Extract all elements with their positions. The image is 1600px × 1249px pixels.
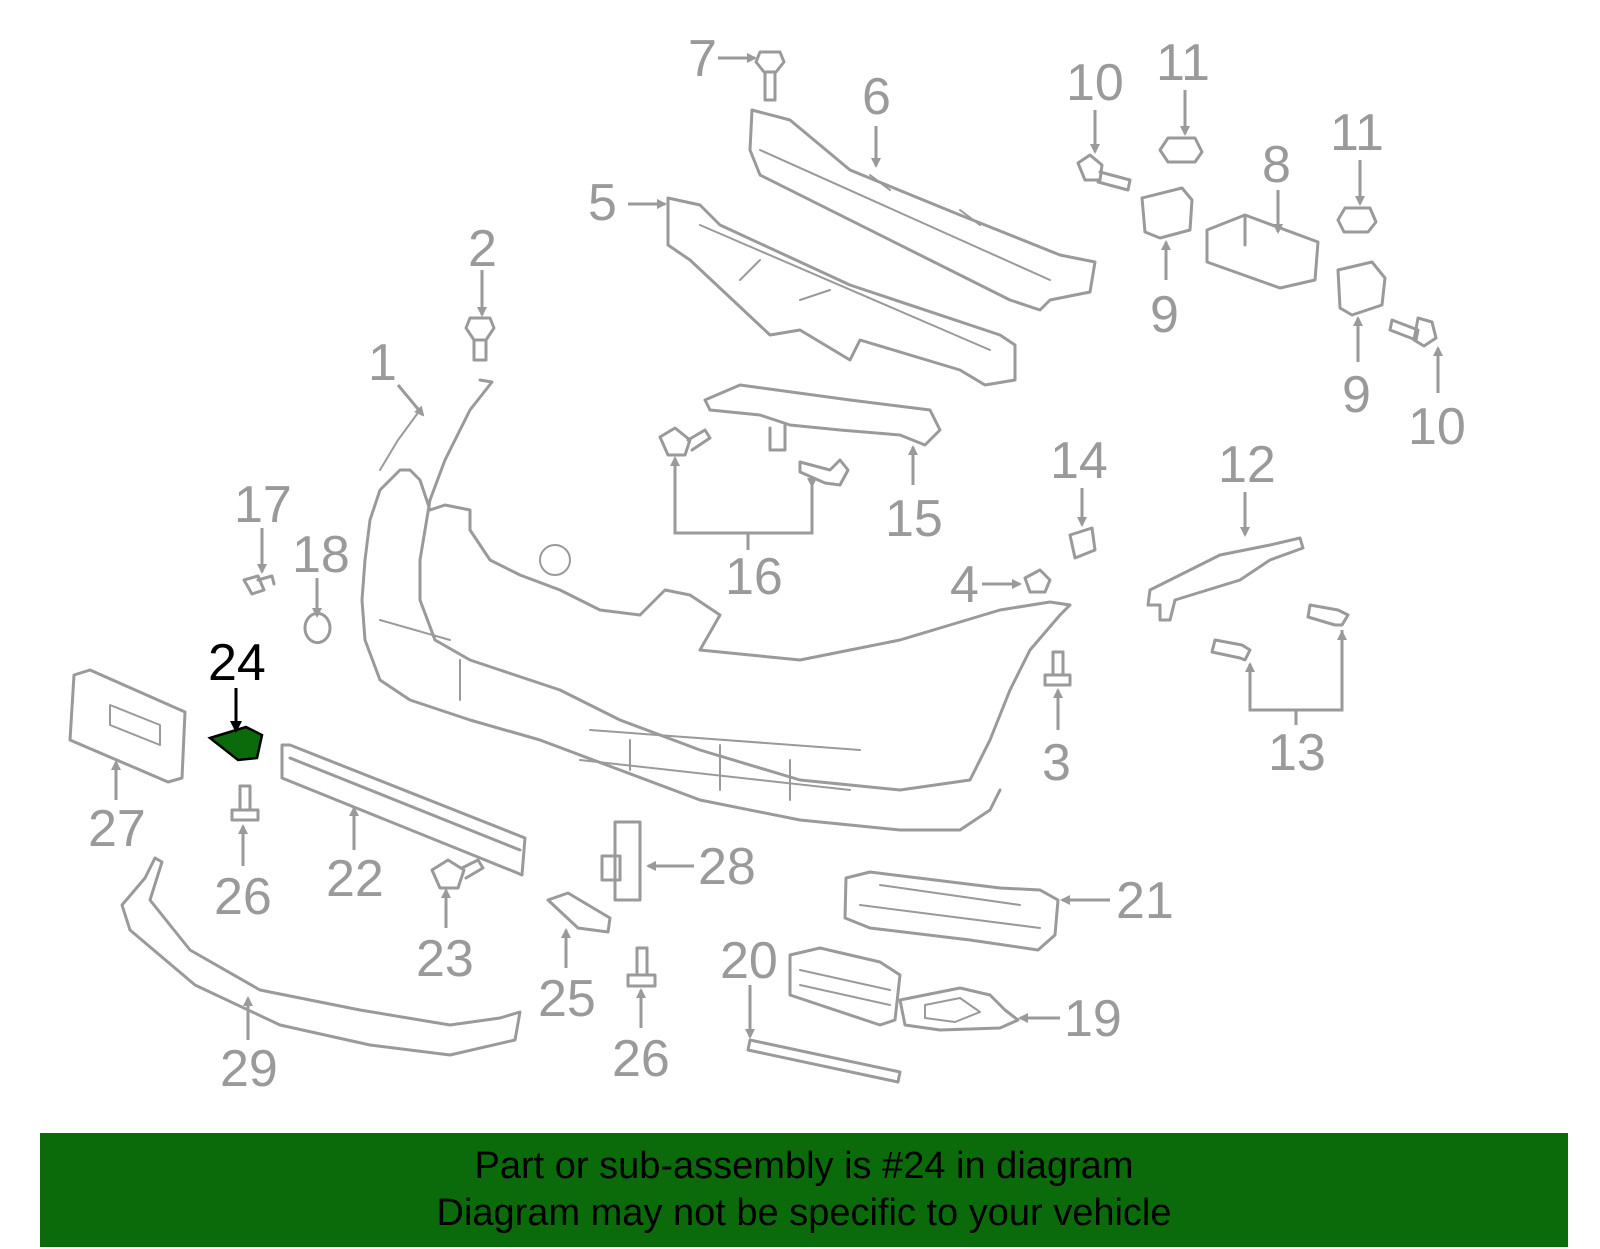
callout-11-right: 11 (1330, 104, 1384, 162)
callout-12: 12 (1218, 436, 1276, 494)
part-21-fog-housing[interactable] (843, 870, 1060, 952)
callout-6: 6 (862, 68, 891, 126)
part-26-bolt-b[interactable] (626, 946, 657, 988)
part-13-screw-b[interactable] (1306, 603, 1350, 627)
callout-20: 20 (720, 932, 778, 990)
callout-2: 2 (468, 220, 497, 278)
part-20-grille[interactable] (746, 946, 902, 1084)
part-9-bracket-b[interactable] (1336, 260, 1387, 317)
part-4-clip[interactable] (1023, 568, 1052, 594)
part-3-bolt[interactable] (1043, 650, 1072, 687)
callout-13: 13 (1268, 724, 1326, 782)
part-28-sensor[interactable] (600, 820, 642, 902)
part-1-bumper-cover[interactable] (360, 378, 1072, 832)
part-26-bolt-a[interactable] (230, 784, 260, 822)
part-27-license-bracket[interactable] (68, 668, 187, 784)
callout-3: 3 (1042, 734, 1071, 792)
part-13-screw-a[interactable] (1210, 638, 1252, 662)
info-banner: Part or sub-assembly is #24 in diagram D… (40, 1133, 1568, 1247)
part-22-strip[interactable] (280, 743, 527, 877)
part-12-bracket[interactable] (1146, 536, 1305, 622)
part-18-grommet[interactable] (303, 611, 332, 645)
callout-labels: 7 6 5 2 1 10 11 11 8 9 9 10 15 16 14 4 1… (88, 30, 1466, 1098)
callout-26-bottom: 26 (612, 1030, 670, 1088)
part-10-bolt-b[interactable] (1388, 316, 1438, 348)
callout-4: 4 (950, 556, 979, 614)
callout-10-top: 10 (1066, 54, 1124, 112)
callout-10-right: 10 (1408, 398, 1466, 456)
part-15-bracket[interactable] (703, 383, 942, 452)
part-29-spoiler[interactable] (120, 856, 522, 1057)
part-19-fog-bezel[interactable] (898, 986, 1020, 1032)
part-25-bracket[interactable] (546, 891, 612, 934)
part-14-clip[interactable] (1068, 526, 1097, 560)
callout-26-left: 26 (214, 868, 272, 926)
part-6-reinforcement[interactable] (748, 108, 1097, 312)
banner-line-disclaimer: Diagram may not be specific to your vehi… (436, 1192, 1172, 1234)
callout-28: 28 (698, 838, 756, 896)
callout-25: 25 (538, 970, 596, 1028)
part-5-absorber[interactable] (666, 196, 1017, 387)
callout-9-right: 9 (1342, 366, 1371, 424)
callout-11-top: 11 (1156, 34, 1210, 92)
callout-29: 29 (220, 1040, 278, 1098)
callout-18: 18 (292, 526, 350, 584)
callout-21: 21 (1116, 872, 1174, 930)
part-24-highlighted[interactable] (207, 725, 264, 762)
part-10-bolt-a[interactable] (1076, 153, 1132, 192)
callout-1: 1 (368, 334, 397, 392)
part-7-bolt[interactable] (754, 50, 786, 102)
callout-22: 22 (326, 850, 384, 908)
part-8-block[interactable] (1205, 213, 1320, 290)
part-17-clip[interactable] (242, 574, 276, 596)
callout-5: 5 (588, 174, 617, 232)
callout-8: 8 (1262, 136, 1291, 194)
callout-17: 17 (234, 476, 292, 534)
part-11-nut-b[interactable] (1336, 206, 1378, 234)
callout-23: 23 (416, 930, 474, 988)
callout-9-left: 9 (1150, 286, 1179, 344)
callout-27: 27 (88, 800, 146, 858)
part-16-bolt-b[interactable] (798, 458, 850, 487)
banner-line-part-number: Part or sub-assembly is #24 in diagram (474, 1145, 1134, 1187)
part-16-bolt-a[interactable] (658, 426, 712, 457)
callout-14: 14 (1050, 432, 1108, 490)
part-2-bolt[interactable] (464, 316, 496, 362)
callout-16: 16 (725, 548, 783, 606)
part-23-bolt[interactable] (430, 858, 485, 890)
callout-19: 19 (1064, 990, 1122, 1048)
callout-arrows (111, 53, 1443, 1040)
part-11-nut-a[interactable] (1158, 136, 1204, 164)
callout-7: 7 (688, 30, 717, 88)
callout-24: 24 (208, 634, 266, 692)
callout-15: 15 (885, 490, 943, 548)
part-9-bracket-a[interactable] (1140, 186, 1194, 240)
